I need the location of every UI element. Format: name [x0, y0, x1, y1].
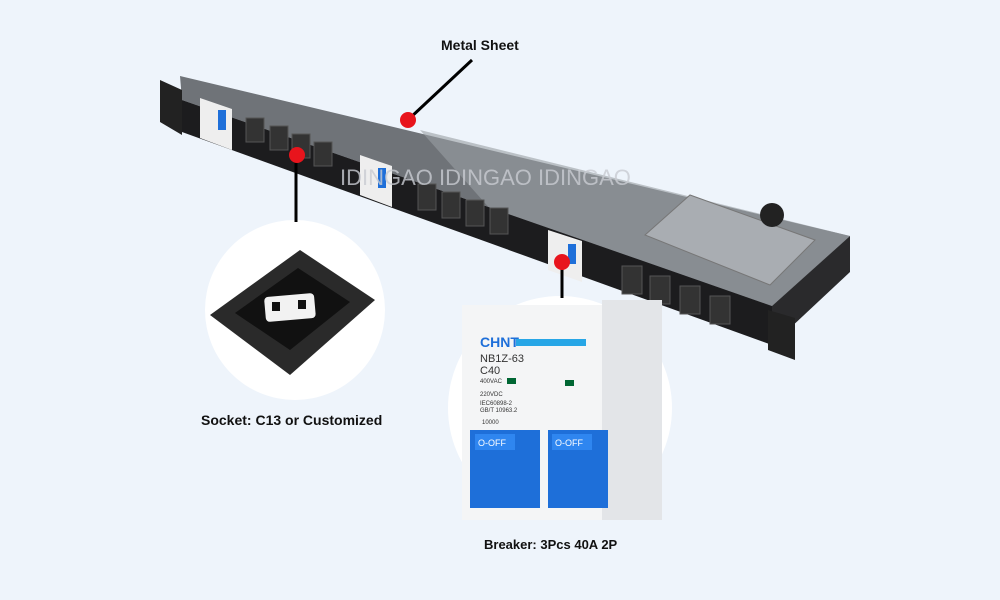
socket: [441, 191, 461, 219]
breaker-rating: C40: [480, 365, 500, 377]
socket: [269, 125, 289, 151]
breaker-voltage-ac: 400VAC: [480, 379, 503, 385]
breaker-2-toggle: [378, 168, 386, 188]
breaker-toggle-1-face: [475, 434, 515, 450]
marker-socket: [289, 147, 305, 163]
breaker-label: Breaker: 3Pcs 40A 2P: [484, 537, 618, 552]
cable-gland: [760, 203, 784, 227]
socket-closeup-pin-hole: [272, 302, 280, 311]
breaker-closeup: CHNT NB1Z-63 C40 400VAC 220VDC IEC60898-…: [448, 296, 672, 520]
callouts: [289, 58, 570, 298]
socket-closeup: [205, 220, 385, 400]
breaker-model: NB1Z-63: [480, 353, 524, 365]
rack-ear-right: [768, 310, 795, 360]
marker-metal-sheet: [400, 112, 416, 128]
breaker-brand: CHNT: [480, 334, 519, 350]
socket: [465, 199, 485, 227]
socket-label: Socket: C13 or Customized: [201, 412, 383, 428]
breaker-1-toggle: [218, 110, 226, 130]
breaker-capacity: 10000: [482, 420, 499, 426]
switch-label-1: O-OFF: [478, 438, 506, 448]
socket: [621, 265, 643, 295]
socket: [679, 285, 701, 315]
watermark: IDINGAO IDINGAO IDINGAO: [340, 165, 631, 190]
socket-group: [245, 117, 731, 325]
socket: [709, 295, 731, 325]
breaker-brand-stripe: [516, 339, 586, 346]
pdu-unit: IDINGAO IDINGAO IDINGAO: [160, 76, 850, 360]
metal-sheet-label: Metal Sheet: [441, 37, 519, 53]
switch-label-2: O-OFF: [555, 438, 583, 448]
breaker-standard-1: IEC60898-2: [480, 401, 513, 407]
socket-closeup-pin-hole: [298, 300, 306, 309]
breaker-indicator-window: [565, 380, 574, 386]
marker-breaker: [554, 254, 570, 270]
socket: [313, 141, 333, 167]
socket: [417, 183, 437, 211]
breaker-indicator-window: [507, 378, 516, 384]
breaker-standard-2: GB/T 10963.2: [480, 408, 518, 414]
socket: [489, 207, 509, 235]
cover-plate: [644, 194, 816, 286]
breaker-3-toggle: [568, 244, 576, 264]
breaker-toggle-2-face: [552, 434, 592, 450]
leader-line-metal-sheet: [408, 58, 474, 120]
socket: [649, 275, 671, 305]
socket-closeup-insert: [264, 293, 316, 322]
socket: [245, 117, 265, 143]
rack-ear-left: [160, 80, 182, 135]
breaker-closeup-side: [602, 300, 662, 520]
breaker-voltage-dc: 220VDC: [480, 392, 503, 398]
